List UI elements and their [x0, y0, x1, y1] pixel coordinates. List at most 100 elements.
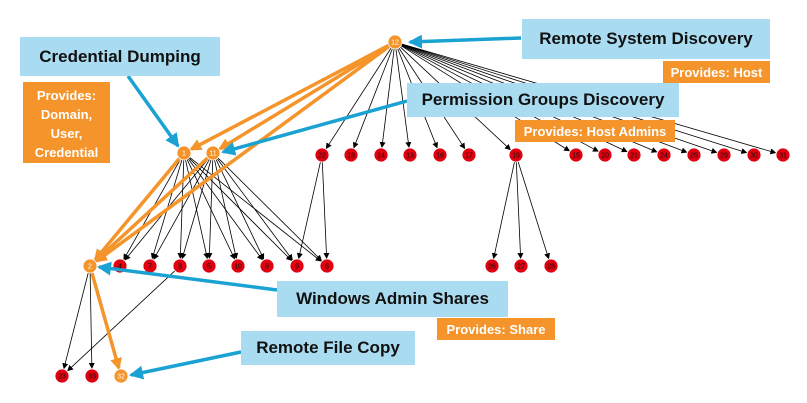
credential-dumping-arrow	[126, 74, 180, 148]
graph-node-circle	[484, 258, 500, 274]
graph-node-label: 10	[234, 264, 242, 271]
graph-node-circle	[259, 258, 275, 274]
graph-node: 26	[484, 258, 500, 274]
windows-admin-shares-provides-badge: Provides: Share	[437, 318, 555, 340]
graph-node: 32	[113, 368, 129, 384]
graph-node: 24	[656, 147, 672, 163]
graph-node-label: 32	[117, 374, 125, 381]
graph-node: 11	[205, 145, 221, 161]
graph-node-circle	[686, 147, 702, 163]
graph-edge	[214, 159, 239, 260]
callout-arrows	[97, 34, 522, 380]
graph-edge	[153, 158, 210, 260]
graph-node-circle	[201, 258, 217, 274]
graph-edge	[379, 48, 395, 149]
graph-edge	[352, 48, 393, 149]
graph-node: 27	[513, 258, 529, 274]
graph-node-circle	[113, 368, 129, 384]
graph-node-label: 14	[377, 153, 385, 160]
highlighted-edge	[93, 157, 181, 262]
graph-node-label: 31	[779, 153, 787, 160]
graph-edge	[517, 161, 550, 260]
graph-node-label: 9	[295, 264, 299, 271]
graph-node-circle	[314, 147, 330, 163]
highlighted-edge	[218, 44, 390, 151]
graph-node: 20	[597, 147, 613, 163]
graph-node-label: 24	[660, 153, 668, 160]
graph-node: 28	[543, 258, 559, 274]
graph-node-circle	[373, 147, 389, 163]
graph-node-circle	[387, 34, 403, 50]
graph-node-label: 33	[88, 374, 96, 381]
graph-node: 9	[289, 258, 305, 274]
graph-node-circle	[289, 258, 305, 274]
graph-node: 13	[402, 147, 418, 163]
graph-node: 14	[373, 147, 389, 163]
graph-edge	[515, 161, 524, 260]
graph-node: 15	[568, 147, 584, 163]
graph-node-circle	[508, 147, 524, 163]
graph-node-label: 1	[182, 151, 186, 158]
graph-node-label: 18	[347, 153, 355, 160]
remote-system-discovery-arrow	[408, 34, 522, 49]
graph-node-circle	[626, 147, 642, 163]
graph-node-circle	[84, 368, 100, 384]
highlighted-edge	[94, 156, 210, 262]
graph-node-circle	[656, 147, 672, 163]
graph-node-label: 2	[88, 264, 92, 271]
graph-edge	[491, 161, 515, 260]
graph-node-label: 8	[265, 264, 269, 271]
graph-node-circle	[343, 147, 359, 163]
graph-node-circle	[543, 258, 559, 274]
graph-node-circle	[597, 147, 613, 163]
graph-node: 8	[259, 258, 275, 274]
graph-node-label: 7	[148, 264, 152, 271]
graph-node-label: 21	[630, 153, 638, 160]
remote-system-discovery-callout: Remote System Discovery	[522, 19, 770, 59]
graph-node: 30	[746, 147, 762, 163]
graph-node-label: 23	[58, 374, 66, 381]
credential-dumping-provides-line: User,	[50, 126, 83, 141]
graph-node-label: 22	[318, 153, 326, 160]
graph-node-label: 25	[690, 153, 698, 160]
graph-edge	[216, 158, 293, 261]
graph-node-label: 20	[601, 153, 609, 160]
remote-file-copy-arrow	[129, 350, 242, 380]
graph-node: 10	[230, 258, 246, 274]
graph-edge	[215, 159, 265, 260]
graph-node-circle	[319, 258, 335, 274]
highlighted-edge	[189, 43, 390, 151]
graph-node-label: 3	[178, 264, 182, 271]
graph-node: 3	[172, 258, 188, 274]
highlighted-edge	[94, 44, 391, 263]
graph-node-label: 19	[512, 153, 520, 160]
graph-node-label: 15	[572, 153, 580, 160]
graph-node-label: 11	[209, 151, 216, 158]
graph-node-circle	[775, 147, 791, 163]
graph-node-circle	[54, 368, 70, 384]
graph-edge	[67, 270, 176, 372]
graph-edge	[395, 48, 412, 149]
graph-edge	[180, 159, 212, 260]
remote-system-discovery-provides-badge: Provides: Host	[663, 61, 770, 83]
graph-node: 5	[201, 258, 217, 274]
graph-node: 29	[716, 147, 732, 163]
graph-edge	[321, 161, 330, 260]
graph-edge	[88, 272, 95, 370]
graph-node: 18	[343, 147, 359, 163]
graph-node-circle	[82, 258, 98, 274]
graph-node-label: 4	[118, 264, 122, 271]
highlighted-attack-path	[90, 43, 391, 371]
graph-node: 31	[775, 147, 791, 163]
graph-node-circle	[230, 258, 246, 274]
graph-node-circle	[432, 147, 448, 163]
graph-node-circle	[746, 147, 762, 163]
graph-node-circle	[513, 258, 529, 274]
graph-node: 7	[142, 258, 158, 274]
graph-node-label: 26	[488, 264, 496, 271]
graph-node-label: 12	[391, 40, 399, 47]
graph-node: 6	[319, 258, 335, 274]
graph-node-label: 17	[465, 153, 473, 160]
graph-node: 2	[82, 258, 98, 274]
graph-node-circle	[716, 147, 732, 163]
